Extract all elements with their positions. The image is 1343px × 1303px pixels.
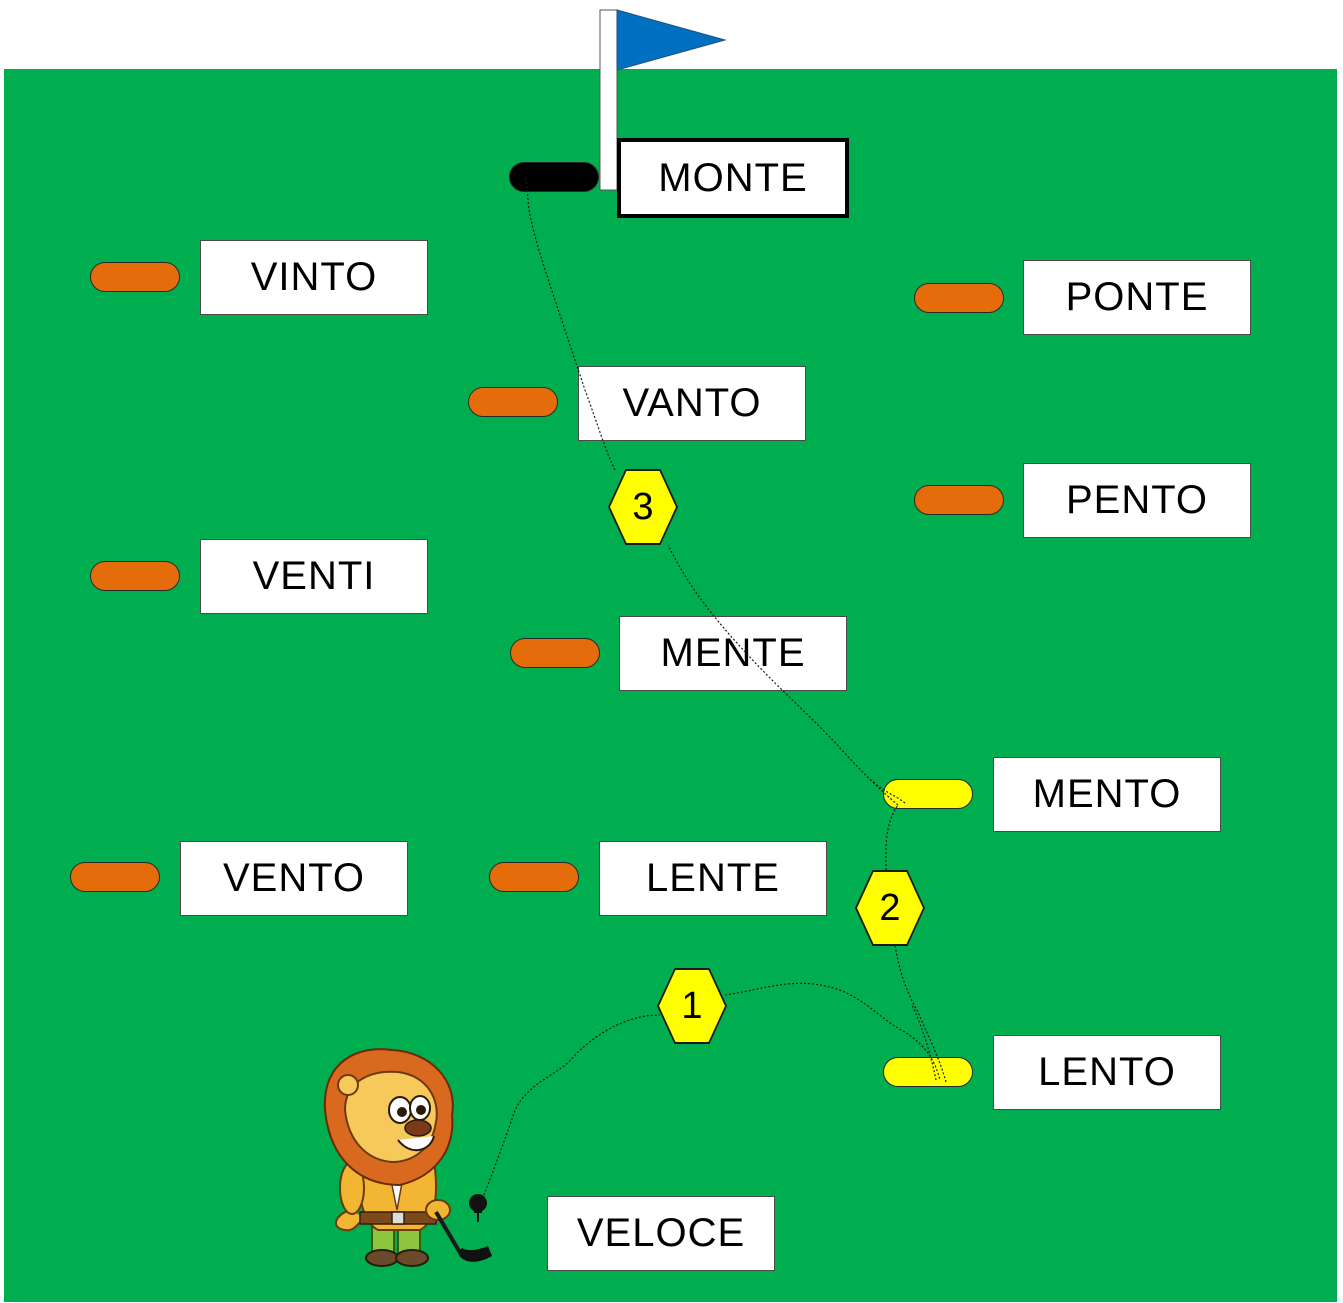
word-pento[interactable]: PENTO — [1023, 463, 1251, 538]
step-badge-2-label: 2 — [857, 872, 923, 944]
word-vanto[interactable]: VANTO — [578, 366, 806, 441]
word-vinto[interactable]: VINTO — [200, 240, 428, 315]
word-lente[interactable]: LENTE — [599, 841, 827, 916]
hole-vinto[interactable] — [90, 262, 180, 292]
step-badge-1-label: 1 — [659, 970, 725, 1042]
hole-monte[interactable] — [509, 162, 599, 192]
hole-pento[interactable] — [914, 485, 1004, 515]
word-mente[interactable]: MENTE — [619, 616, 847, 691]
word-vento[interactable]: VENTO — [180, 841, 408, 916]
word-venti[interactable]: VENTI — [200, 539, 428, 614]
hole-ponte[interactable] — [914, 283, 1004, 313]
hole-vento[interactable] — [70, 862, 160, 892]
word-ponte[interactable]: PONTE — [1023, 260, 1251, 335]
hole-venti[interactable] — [90, 561, 180, 591]
hole-mento[interactable] — [883, 779, 973, 809]
step-badge-3-label: 3 — [610, 471, 676, 543]
word-mento[interactable]: MENTO — [993, 757, 1221, 832]
hole-vanto[interactable] — [468, 387, 558, 417]
word-veloce: VELOCE — [547, 1196, 775, 1271]
word-lento[interactable]: LENTO — [993, 1035, 1221, 1110]
hole-mente[interactable] — [510, 638, 600, 668]
hole-lento[interactable] — [883, 1057, 973, 1087]
hole-lente[interactable] — [489, 862, 579, 892]
word-monte[interactable]: MONTE — [617, 138, 849, 218]
